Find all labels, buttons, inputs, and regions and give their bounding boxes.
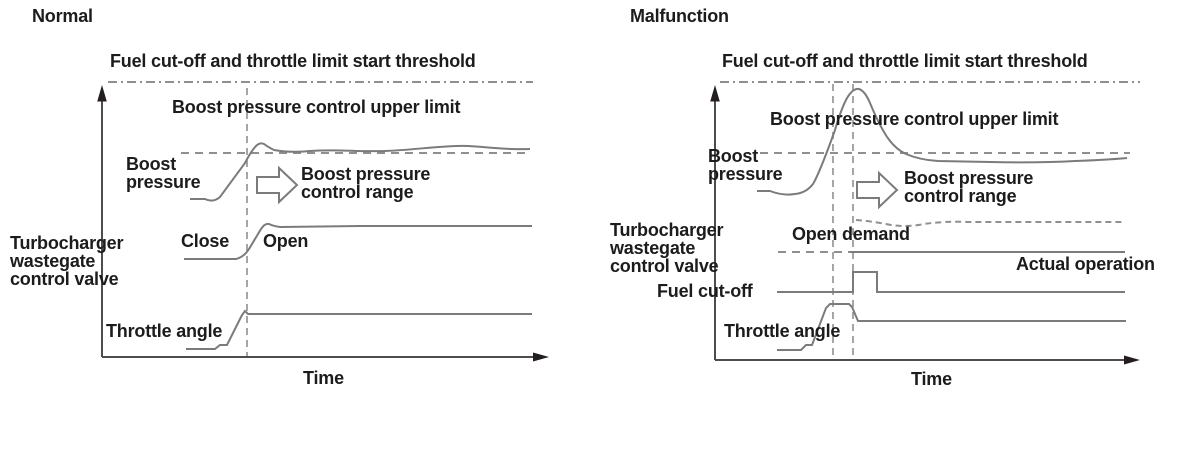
malfunction-upper-limit-label: Boost pressure control upper limit (770, 109, 1059, 129)
malfunction-valve-label: Turbocharger wastegate control valve (610, 221, 723, 275)
malfunction-control-range-label-line2: control range (904, 186, 1017, 206)
malfunction-boost-pressure-label-line2: pressure (708, 164, 783, 184)
malfunction-valve-label-line3: control valve (610, 256, 719, 276)
normal-valve-label: Turbocharger wastegate control valve (10, 234, 123, 288)
malfunction-time-axis-arrowhead-icon (1124, 355, 1140, 365)
normal-control-range-label: Boost pressure control range (301, 165, 430, 201)
normal-boost-curve (190, 142, 531, 202)
malfunction-fuel-cutoff-curve (777, 271, 1125, 293)
malfunction-range-arrow-icon (856, 170, 899, 210)
malfunction-control-range-label-line1: Boost pressure (904, 168, 1034, 188)
malfunction-throttle-angle-label: Throttle angle (724, 321, 841, 341)
malfunction-boost-pressure-label: Boost pressure (708, 146, 783, 184)
malfunction-threshold-label: Fuel cut-off and throttle limit start th… (722, 51, 1088, 71)
malfunction-open-demand-curve (855, 219, 1125, 227)
normal-time-axis-arrowhead-icon (533, 352, 549, 362)
malfunction-actual-operation-label: Actual operation (1016, 254, 1155, 274)
malfunction-throttle-curve (777, 303, 1126, 351)
malfunction-panel-lines (710, 81, 1140, 365)
normal-boost-pressure-label-line2: pressure (126, 172, 201, 192)
normal-panel-title: Normal (32, 6, 93, 26)
normal-valve-label-line2: wastegate (10, 251, 96, 271)
normal-valve-label-line3: control valve (10, 269, 119, 289)
normal-y-axis-arrowhead-icon (97, 85, 107, 102)
normal-close-label: Close (181, 231, 230, 251)
normal-open-label: Open (263, 231, 309, 251)
normal-time-axis-label: Time (303, 368, 344, 388)
normal-control-range-label-line1: Boost pressure (301, 164, 431, 184)
malfunction-open-demand-label: Open demand (792, 224, 910, 244)
normal-range-arrow-icon (256, 165, 299, 205)
malfunction-y-axis-arrowhead-icon (710, 85, 720, 102)
malfunction-time-axis-label: Time (911, 369, 952, 389)
malfunction-boost-curve (757, 87, 1128, 196)
malfunction-valve-label-line1: Turbocharger (610, 220, 724, 240)
malfunction-panel-title: Malfunction (630, 6, 729, 26)
malfunction-fuel-cutoff-label: Fuel cut-off (657, 281, 753, 301)
normal-panel-lines (97, 81, 549, 362)
normal-boost-pressure-label: Boost pressure (126, 154, 201, 192)
normal-boost-pressure-label-line1: Boost (126, 154, 176, 174)
normal-wastegate-curve (184, 222, 532, 260)
normal-valve-label-line1: Turbocharger (10, 233, 124, 253)
normal-control-range-label-line2: control range (301, 182, 414, 202)
malfunction-valve-label-line2: wastegate (610, 238, 696, 258)
malfunction-boost-pressure-label-line1: Boost (708, 146, 758, 166)
normal-upper-limit-label: Boost pressure control upper limit (172, 97, 461, 117)
malfunction-control-range-label: Boost pressure control range (904, 169, 1033, 205)
normal-threshold-label: Fuel cut-off and throttle limit start th… (110, 51, 476, 71)
normal-throttle-angle-label: Throttle angle (106, 321, 223, 341)
normal-throttle-curve (186, 309, 532, 350)
